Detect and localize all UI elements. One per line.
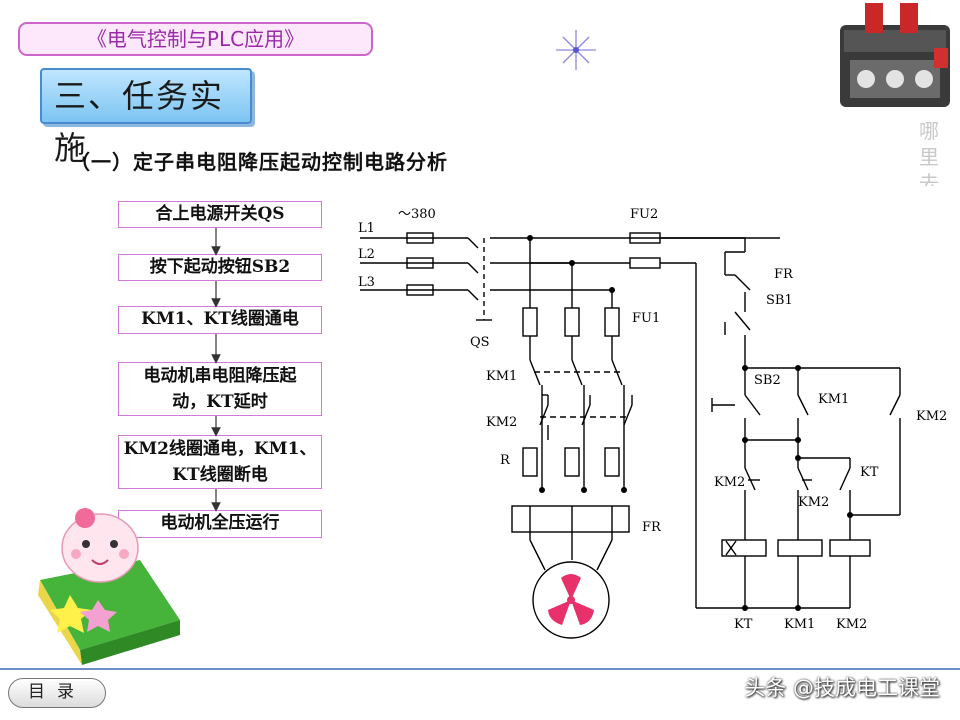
thermal-relay-image <box>840 3 950 107</box>
label-fu1: FU1 <box>632 311 660 326</box>
label-coil-kt: KT <box>734 617 753 632</box>
footer-divider <box>0 668 960 670</box>
section-banner: 三、任务实施 <box>40 68 252 167</box>
label-l3: L3 <box>358 275 375 290</box>
cartoon-book-decoration <box>38 508 180 665</box>
side-text: 哪里去 <box>919 119 939 186</box>
flow-step-5-text-b: KT线圈断电 <box>172 465 268 485</box>
flow-step-1-text: 合上电源开关QS <box>155 204 285 224</box>
circuit-diagram: ～380 L1 L2 L3 QS FU1 FU2 KM1 KM2 R FR FR… <box>358 207 947 639</box>
subtitle: （一）定子串电阻降压起动控制电路分析 <box>70 150 448 174</box>
label-km1: KM1 <box>486 369 517 384</box>
label-fu2: FU2 <box>630 207 658 222</box>
flow-step-2-text: 按下起动按钮SB2 <box>149 257 291 277</box>
sparkle-icon <box>556 30 596 70</box>
label-sb1: SB1 <box>766 293 793 308</box>
motor-fan-icon <box>548 574 594 625</box>
supply-label: ～380 <box>398 207 436 222</box>
flow-step-4-text-a: 电动机串电阻降压起 <box>143 366 297 386</box>
label-km2: KM2 <box>486 415 517 430</box>
flow-step-6: 电动机全压运行 <box>118 510 322 538</box>
flow-step-1: 合上电源开关QS <box>118 201 322 228</box>
label-km2-nc-b: KM2 <box>798 495 829 510</box>
label-km2-ctrl: KM2 <box>916 409 947 424</box>
flow-step-3-text: KM1、KT线圈通电 <box>141 309 299 329</box>
label-r: R <box>500 453 511 468</box>
label-l2: L2 <box>358 247 375 262</box>
flow-arrows <box>211 228 221 512</box>
label-sb2: SB2 <box>754 373 781 388</box>
watermark: 头条 @技成电工课堂 <box>744 676 940 700</box>
flow-step-6-text: 电动机全压运行 <box>160 513 280 533</box>
label-kt-contact: KT <box>860 465 879 480</box>
contents-button[interactable]: 目录 <box>8 678 106 708</box>
label-km1-ctrl: KM1 <box>818 392 849 407</box>
label-coil-km1: KM1 <box>784 617 815 632</box>
label-fr-ctrl: FR <box>774 267 794 282</box>
label-coil-km2: KM2 <box>836 617 867 632</box>
flow-step-5: KM2线圈通电，KM1、 KT线圈断电 <box>118 435 322 489</box>
section-title: 三、任务实施 <box>54 77 225 167</box>
flow-chart: 合上电源开关QS 按下起动按钮SB2 KM1、KT线圈通电 电动机串电阻降压起 … <box>0 0 340 560</box>
label-l1: L1 <box>358 221 375 236</box>
flow-step-2: 按下起动按钮SB2 <box>118 254 322 281</box>
flow-step-4-text-b: 动，KT延时 <box>172 392 268 412</box>
label-km2-nc-a: KM2 <box>714 475 745 490</box>
flow-step-5-text-a: KM2线圈通电，KM1、 <box>123 439 317 459</box>
label-fr: FR <box>642 520 662 535</box>
label-qs: QS <box>470 335 490 350</box>
course-title: 《电气控制与PLC应用》 <box>18 22 373 56</box>
flow-step-3: KM1、KT线圈通电 <box>118 306 322 334</box>
